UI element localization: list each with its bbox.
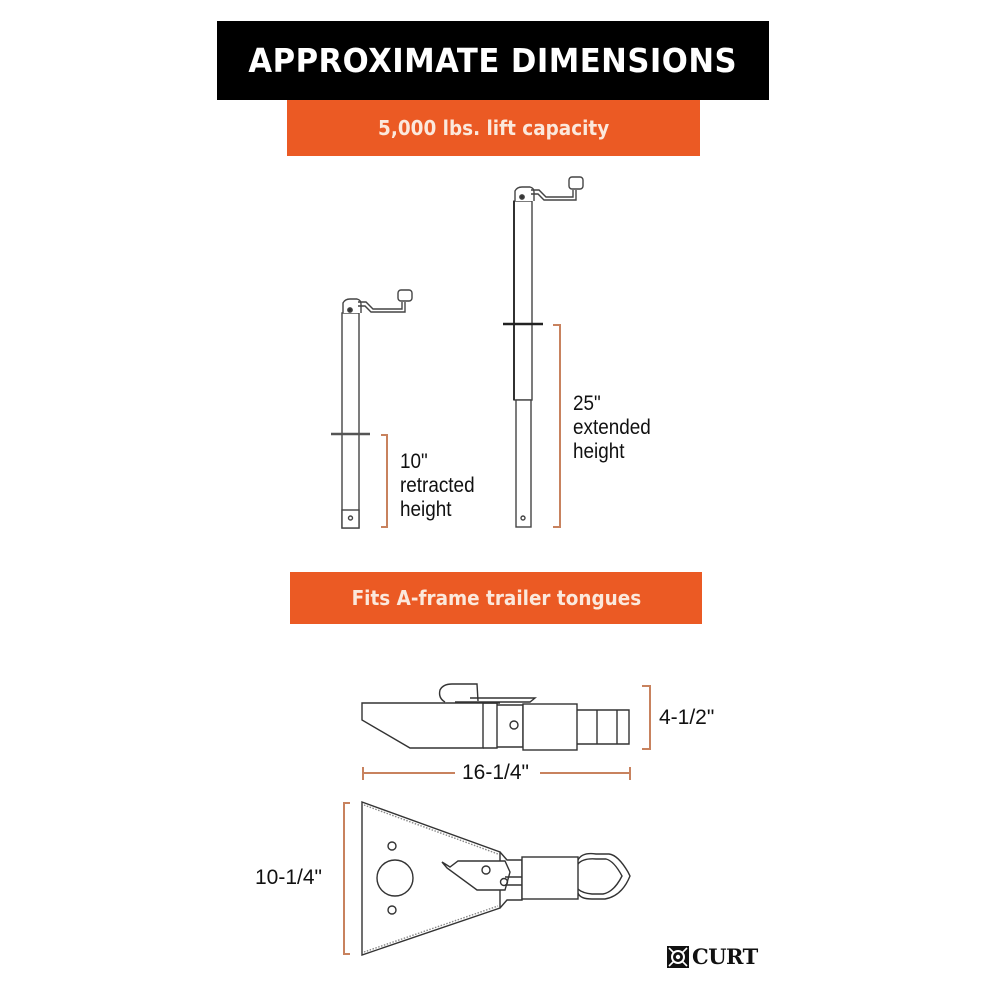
side-length-label: 16-1/4"	[462, 761, 529, 784]
mount-top-view-drawing	[361, 801, 631, 956]
retracted-line2: height	[400, 498, 452, 521]
mount-side-dimensions	[362, 685, 651, 780]
top-width-label: 10-1/4"	[255, 866, 322, 889]
retracted-label: 10" retracted height	[400, 450, 475, 522]
extended-line1: extended	[573, 416, 651, 439]
title-bar: APPROXIMATE DIMENSIONS	[217, 21, 769, 100]
jack-dimension-brackets	[381, 324, 561, 528]
mount-side-view-drawing	[361, 683, 630, 751]
extended-label: 25" extended height	[573, 392, 651, 464]
retracted-value: 10"	[400, 450, 428, 473]
fit-banner: Fits A-frame trailer tongues	[290, 572, 702, 624]
extended-jack-drawing	[503, 176, 584, 528]
mount-top-dimension	[343, 802, 350, 955]
brand-logo: CURT	[667, 944, 758, 969]
side-height-label: 4-1/2"	[659, 706, 715, 729]
curt-logo-icon	[667, 945, 689, 968]
page-title: APPROXIMATE DIMENSIONS	[248, 41, 738, 80]
extended-line2: height	[573, 440, 625, 463]
brand-name: CURT	[692, 944, 758, 969]
capacity-banner: 5,000 lbs. lift capacity	[287, 100, 700, 156]
extended-value: 25"	[573, 392, 601, 415]
capacity-text: 5,000 lbs. lift capacity	[377, 116, 610, 140]
fit-text: Fits A-frame trailer tongues	[351, 586, 641, 610]
retracted-jack-drawing	[331, 289, 413, 529]
retracted-line1: retracted	[400, 474, 475, 497]
